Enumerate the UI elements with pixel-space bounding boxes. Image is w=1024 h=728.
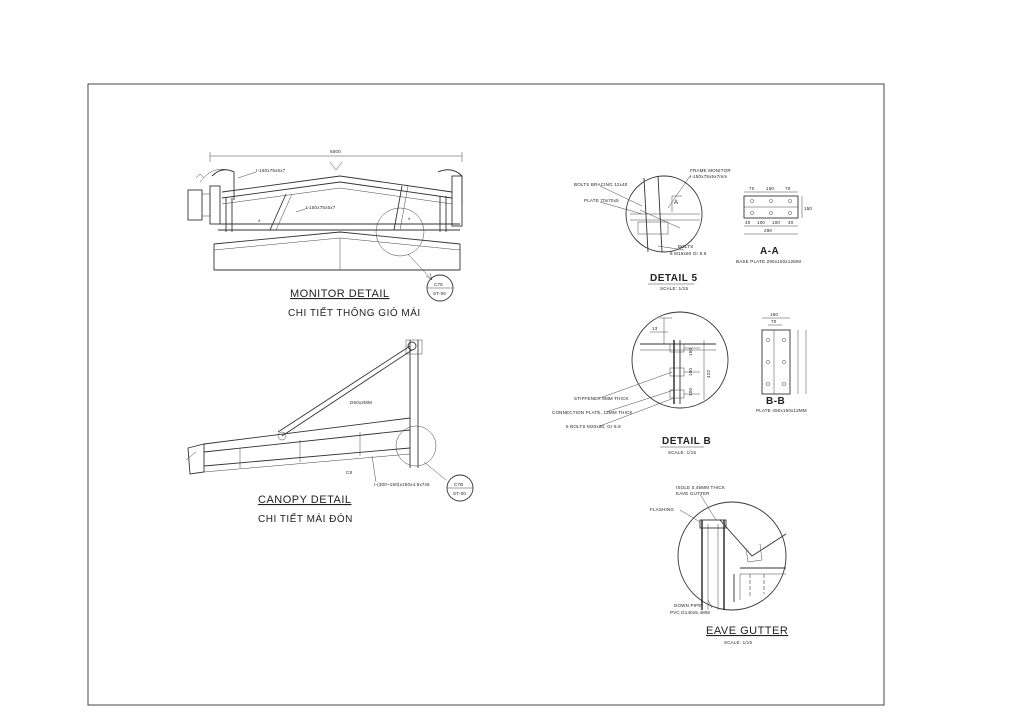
canopy-beam-label: I-(300~150)x150x4.5x7x5 (374, 482, 430, 487)
d5-label-0: BOLTS BRACING 12x40 (574, 182, 628, 187)
svg-text:*: * (258, 220, 261, 226)
detail5-drawing (599, 175, 803, 253)
d5-dim-side: 150 (804, 206, 812, 211)
eave-label-4: PVC D140x5.4MM (670, 610, 710, 615)
d5-label-1: FRAME MONITOR (690, 168, 731, 173)
dB-right-3: 422 (706, 370, 711, 378)
d5-scale: SCALE: 1/15 (660, 286, 689, 291)
dB-right-0: 150 (688, 348, 693, 356)
d5-dim-0: 70 (749, 186, 755, 191)
dB-marker: 13 (652, 326, 658, 331)
dB-section-note: PLATE 450x150x12MM (756, 408, 807, 413)
monitor-detail-drawing: 6000 * * (187, 149, 463, 302)
canopy-title: CANOPY DETAIL (258, 494, 352, 506)
d5-dim2-2: 100 (772, 220, 780, 225)
canopy-callout-bottom: ST-00 (453, 491, 466, 496)
sheet-border (87, 83, 885, 706)
dB-right-2: 150 (688, 388, 693, 396)
monitor-label-mid: I-150x75x5x7 (306, 205, 336, 210)
d5-dim2-1: 100 (757, 220, 765, 225)
d5-title: DETAIL 5 (650, 273, 698, 284)
d5-label-4: BOLTS (678, 244, 693, 249)
dB-label-2: 6 BOLTS M20x60, Gr 8.8 (566, 424, 621, 429)
d5-marker: A (674, 200, 678, 206)
dB-right-1: 150 (688, 368, 693, 376)
d5-section: A-A (760, 246, 779, 257)
eave-label-3: DOWN PIPE (674, 603, 702, 608)
dB-dim-top2: 70 (771, 319, 777, 324)
detailB-drawing (599, 311, 807, 427)
d5-section-note: BASE PLATE 290x150x12MM (736, 259, 801, 264)
dB-title: DETAIL B (662, 436, 711, 447)
canopy-c-label: C8 (346, 470, 352, 475)
eave-label-1: EAVE GUTTER (676, 491, 710, 496)
eave-gutter-drawing (677, 493, 787, 611)
d5-dim-2: 70 (785, 186, 791, 191)
monitor-callout-bottom: ST-00 (433, 291, 446, 296)
dB-dim-top: 150 (770, 312, 778, 317)
monitor-subtitle: CHI TIẾT THÔNG GIÓ MÁI (288, 306, 421, 319)
d5-dim2-0: 40 (745, 220, 751, 225)
dB-scale: SCALE: 1/15 (668, 450, 697, 455)
eave-label-2: FLASHING (650, 507, 674, 512)
monitor-label-top: I-150x75x5x7 (256, 168, 286, 173)
eave-title: EAVE GUTTER (706, 625, 788, 637)
eave-scale: SCALE: 1/15 (724, 640, 753, 645)
dB-label-0: STIFFENER 8MM THICK (574, 396, 629, 401)
d5-label-5: 8 M16x60 Gr 8.8 (670, 251, 707, 256)
canopy-callout-top: C7B (454, 482, 463, 487)
monitor-callout-top: C75 (434, 282, 443, 287)
dB-section: B-B (766, 396, 785, 407)
canopy-detail-drawing: D50x2MM (185, 339, 474, 502)
d5-dim2-3: 40 (788, 220, 794, 225)
canopy-brace-label: D50x2MM (350, 400, 372, 405)
dB-label-1: CONNECTION PLATE, 12MM THICK (552, 410, 633, 415)
d5-label-2: I-150x75x5x7mm (690, 174, 727, 179)
canopy-subtitle: CHI TIẾT MÁI ĐÓN (258, 512, 353, 525)
d5-dim-total: 290 (764, 228, 772, 233)
eave-label-0: ISOLE 0.45MM THICK (676, 485, 725, 490)
d5-dim-1: 150 (766, 186, 774, 191)
d5-label-3: PLATE 70x70x5 (584, 198, 619, 203)
svg-text:*: * (408, 218, 411, 224)
monitor-title: MONITOR DETAIL (290, 288, 390, 300)
monitor-dim: 6000 (330, 149, 341, 154)
